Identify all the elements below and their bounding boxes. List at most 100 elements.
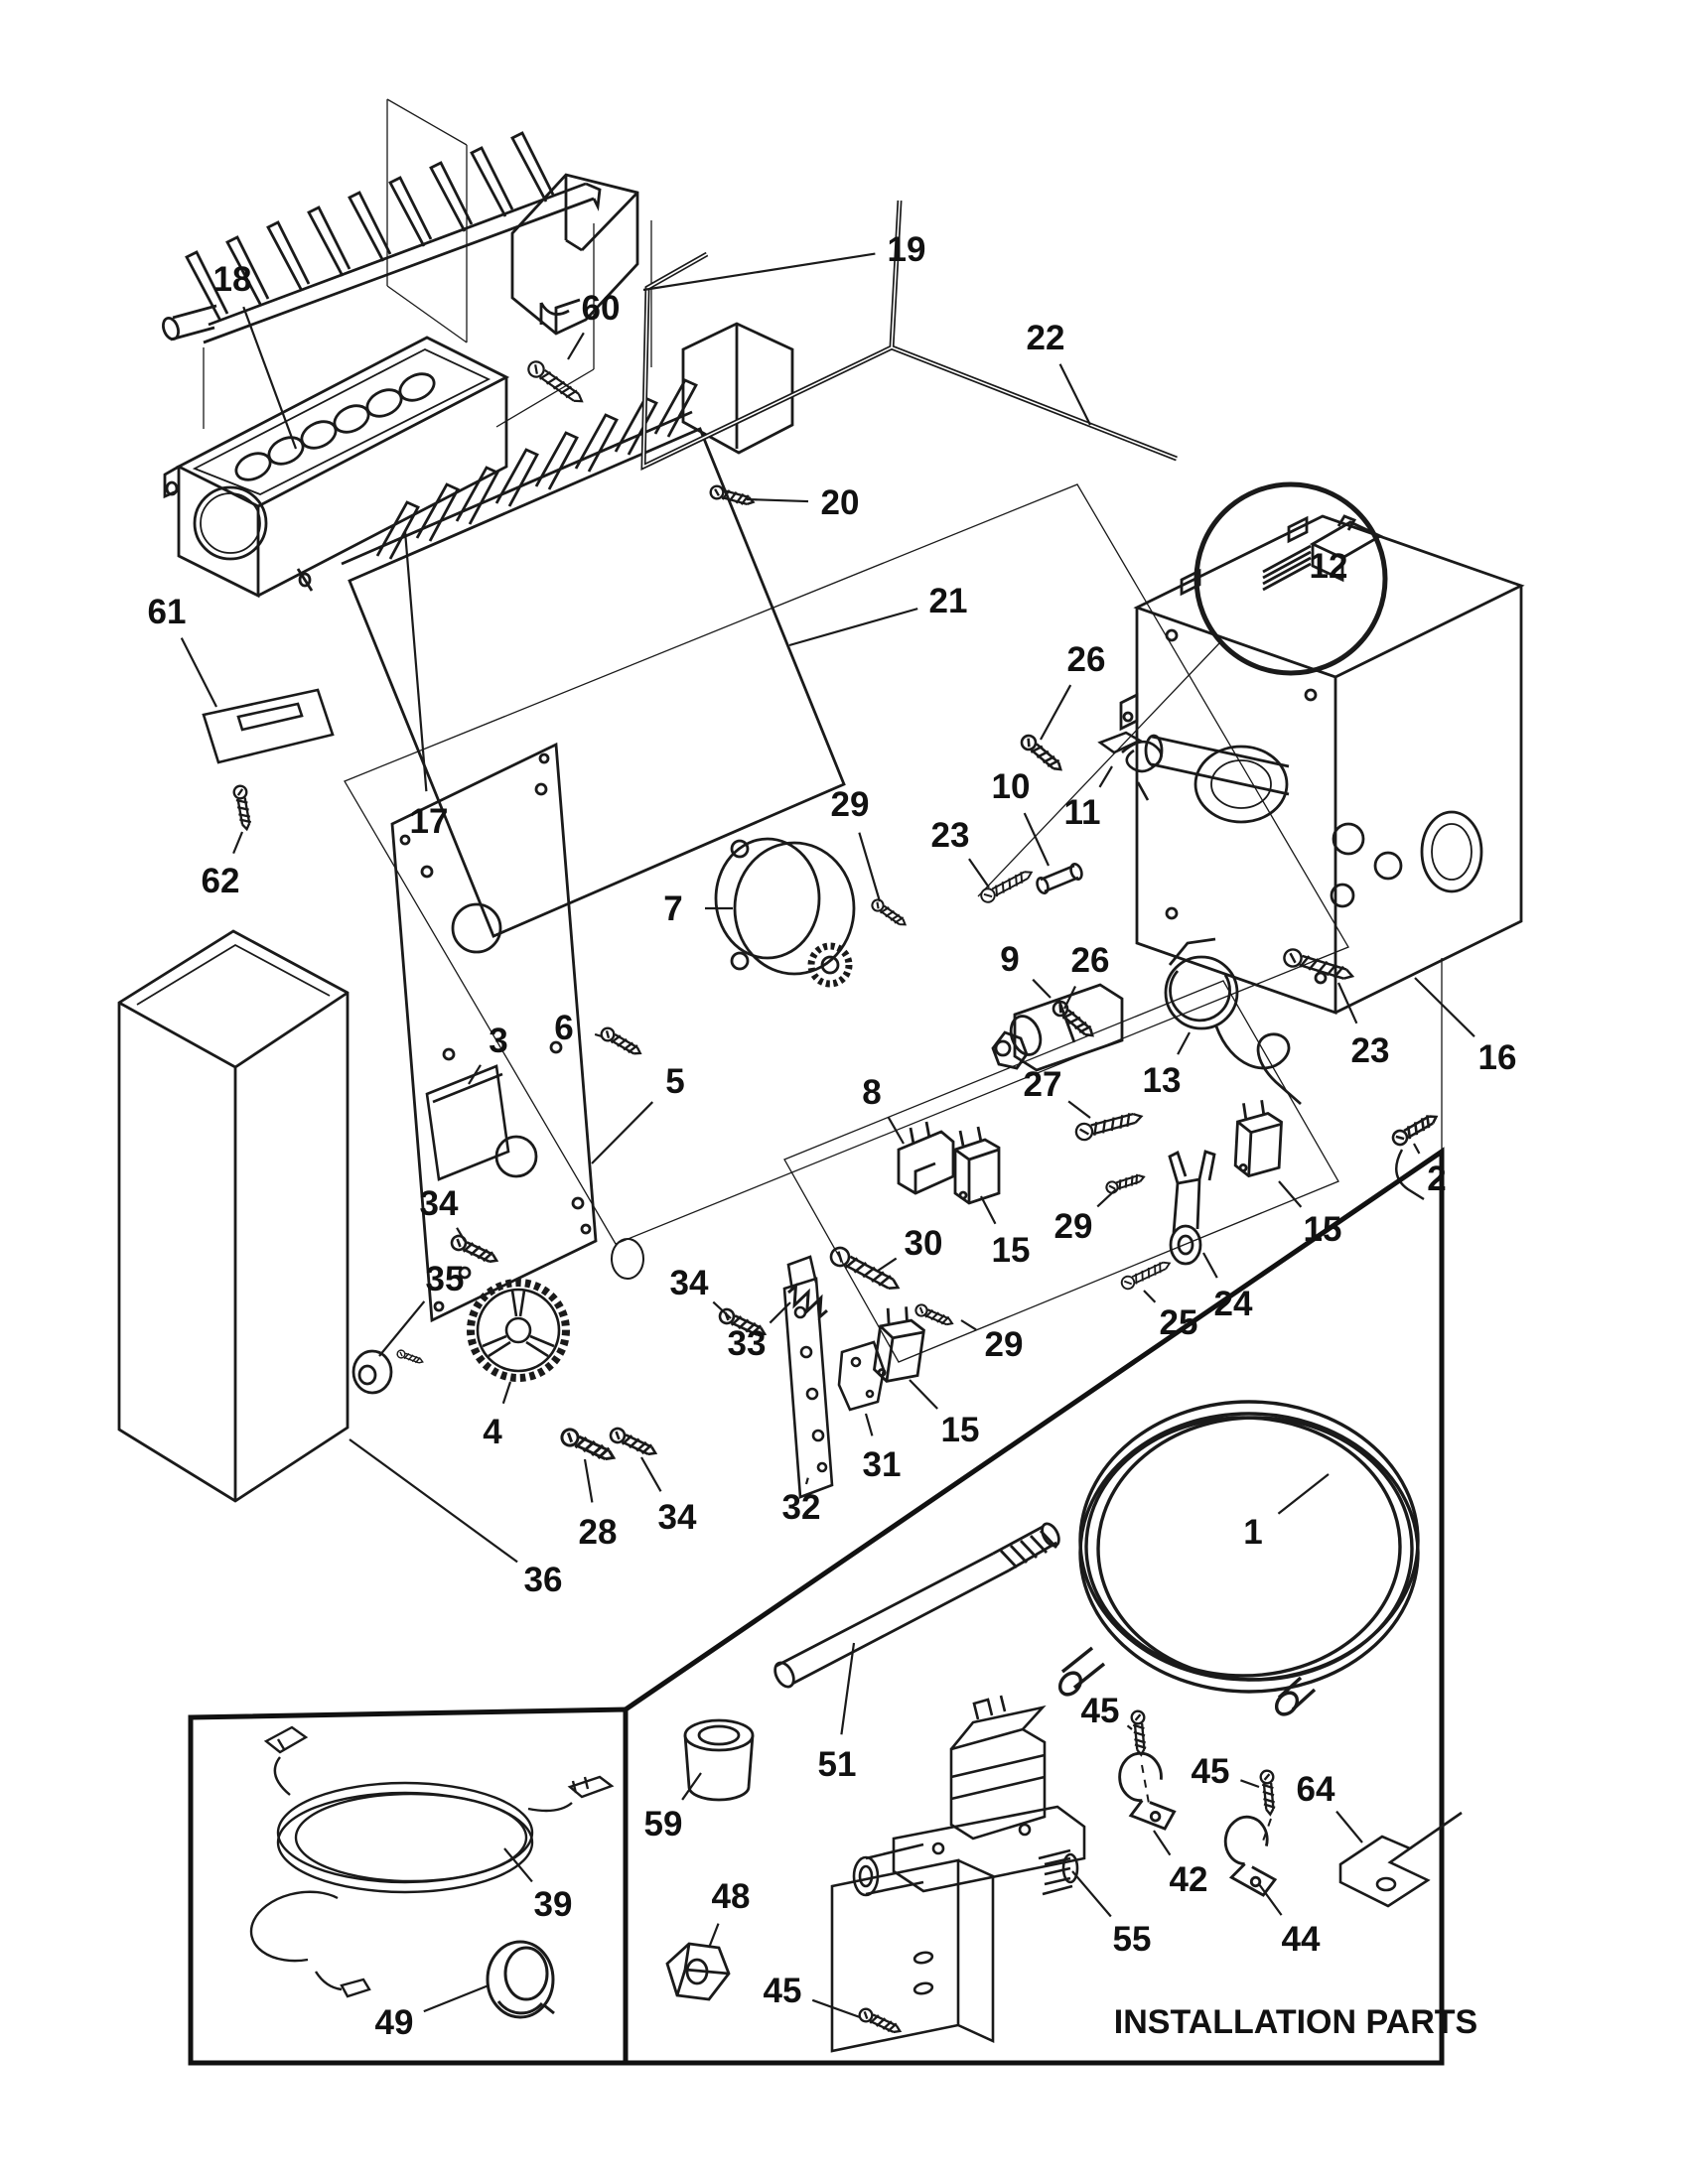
guide-lines [203, 98, 1443, 1363]
part-34-screw [607, 1425, 660, 1461]
leader-line-29 [858, 832, 882, 902]
part-9-thermostat [991, 983, 1124, 1072]
installation-parts-title: INSTALLATION PARTS [1114, 2003, 1477, 2041]
part-32-bracket-strip [782, 1255, 834, 1499]
part-label-34: 34 [420, 1184, 459, 1223]
part-label-44: 44 [1282, 1920, 1321, 1959]
part-11-wire-clip [1097, 731, 1163, 801]
part-label-42: 42 [1170, 1860, 1208, 1899]
part-label-30: 30 [905, 1224, 943, 1263]
part-45-screw [856, 2005, 905, 2038]
part-label-8: 8 [862, 1073, 881, 1112]
leader-line-23 [1336, 982, 1358, 1024]
leader-line-2 [1413, 1143, 1421, 1155]
leader-line-17 [403, 530, 428, 792]
leader-line-24 [1202, 1252, 1218, 1279]
part-label-21: 21 [929, 582, 968, 620]
leader-line-28 [583, 1458, 594, 1503]
part-21-stripper [341, 322, 846, 938]
part-label-4: 4 [483, 1413, 502, 1451]
leader-line-59 [681, 1772, 702, 1801]
part-35-washer [351, 1348, 425, 1395]
part-label-35: 35 [426, 1260, 465, 1298]
part-label-1: 1 [1243, 1513, 1262, 1552]
part-label-24: 24 [1214, 1285, 1253, 1323]
part-label-12: 12 [1310, 547, 1348, 586]
part-label-18: 18 [213, 260, 252, 299]
leader-line-34 [712, 1300, 732, 1319]
part-label-31: 31 [863, 1445, 902, 1484]
leader-line-51 [840, 1642, 856, 1735]
part-label-55: 55 [1113, 1920, 1152, 1959]
part-label-34: 34 [658, 1498, 697, 1537]
part-label-26: 26 [1071, 941, 1110, 980]
part-label-15: 15 [1304, 1210, 1342, 1249]
part-10-pin [1036, 862, 1083, 895]
part-label-49: 49 [375, 2003, 414, 2042]
leader-line-11 [1098, 765, 1113, 788]
part-6-screw [598, 1024, 645, 1060]
part-42-clamp [1118, 1751, 1177, 1831]
leader-line-39 [503, 1847, 533, 1883]
part-label-64: 64 [1297, 1770, 1335, 1809]
part-label-6: 6 [554, 1009, 573, 1047]
part-1-tubing-coil [1057, 1400, 1420, 1716]
part-29-screw [912, 1301, 956, 1330]
part-22-shutoff-arm [640, 200, 1178, 472]
leader-line-27 [1067, 1100, 1091, 1119]
part-label-15: 15 [941, 1411, 980, 1449]
leader-line-16 [1414, 977, 1475, 1037]
part-2-screw [1389, 1109, 1442, 1201]
part-44-clamp [1216, 1813, 1285, 1898]
leader-line-45 [1126, 1724, 1133, 1730]
part-label-33: 33 [728, 1324, 767, 1363]
part-label-17: 17 [410, 802, 449, 841]
part-label-19: 19 [888, 230, 926, 269]
leader-line-44 [1258, 1883, 1283, 1916]
leader-line-32 [804, 1477, 809, 1485]
part-15-switch [1233, 1097, 1285, 1179]
part-label-13: 13 [1143, 1061, 1182, 1100]
part-62-screw [231, 783, 254, 832]
part-19-cover [510, 173, 639, 336]
part-label-10: 10 [992, 767, 1031, 806]
leader-line-42 [1153, 1830, 1172, 1856]
part-label-29: 29 [985, 1325, 1024, 1364]
part-label-20: 20 [821, 483, 860, 522]
part-label-48: 48 [712, 1877, 751, 1916]
part-label-16: 16 [1478, 1038, 1517, 1077]
part-16-housing [1119, 514, 1525, 1015]
leader-line-9 [1032, 978, 1052, 999]
part-label-61: 61 [148, 593, 187, 631]
part-36-cover [117, 929, 350, 1503]
part-label-27: 27 [1024, 1065, 1062, 1104]
part-25-screw [1118, 1256, 1174, 1293]
leader-line-62 [232, 831, 244, 855]
part-59-bushing [683, 1718, 755, 1802]
leader-line-15 [909, 1379, 938, 1410]
leader-line-1 [1277, 1473, 1330, 1515]
part-label-15: 15 [992, 1231, 1031, 1270]
part-51-fill-tube [773, 1522, 1060, 1689]
part-label-3: 3 [489, 1022, 507, 1060]
leader-line-48 [707, 1923, 720, 1949]
part-label-28: 28 [579, 1513, 618, 1552]
part-61-bracket [202, 688, 335, 764]
part-label-9: 9 [1000, 940, 1019, 979]
part-15-switch [953, 1125, 1001, 1205]
leader-line-29 [1096, 1188, 1117, 1208]
part-39-harness [249, 1725, 615, 1998]
part-7-motor [714, 837, 856, 988]
leader-line-35 [378, 1300, 426, 1357]
part-30-screw [826, 1243, 904, 1297]
section-borders [188, 1147, 1445, 2066]
part-60-screw [524, 357, 588, 409]
part-29-screw [1103, 1170, 1147, 1196]
part-8-holder [897, 1121, 955, 1195]
part-label-25: 25 [1160, 1303, 1198, 1342]
part-label-62: 62 [202, 862, 240, 900]
part-label-23: 23 [1351, 1031, 1390, 1070]
leader-line-19 [642, 252, 876, 292]
leader-line-55 [1071, 1870, 1112, 1918]
